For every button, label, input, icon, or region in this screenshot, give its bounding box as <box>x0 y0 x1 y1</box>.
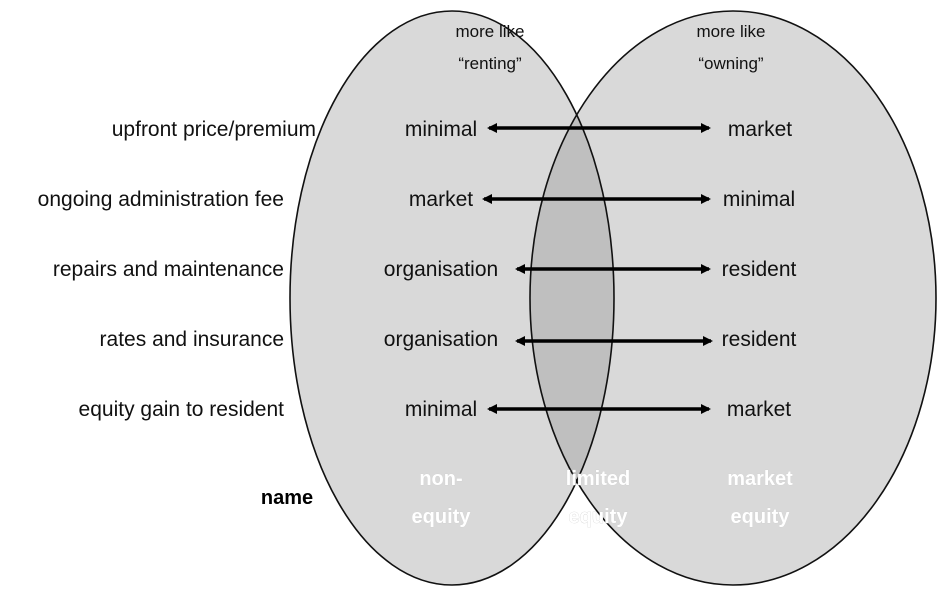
header-renting-line1: more like <box>456 22 525 41</box>
category-market-equity-line1: market <box>727 468 793 490</box>
row-left-value-admin-fee: market <box>409 188 473 211</box>
row-right-value-upfront-price: market <box>728 118 792 141</box>
header-renting-line2: “renting” <box>458 54 522 73</box>
row-left-value-repairs: organisation <box>384 258 498 281</box>
row-left-value-equity-gain: minimal <box>405 398 477 421</box>
name-label: name <box>261 487 313 509</box>
left-circle-outline <box>289 10 615 586</box>
header-owning-line2: “owning” <box>698 54 764 73</box>
row-right-value-equity-gain: market <box>727 398 791 421</box>
category-non-equity-line1: non- <box>419 468 462 490</box>
row-left-value-upfront-price: minimal <box>405 118 477 141</box>
category-non-equity-line2: equity <box>412 506 472 528</box>
right-circle-outline <box>529 10 937 586</box>
row-label-admin-fee: ongoing administration fee <box>38 188 284 211</box>
left-circle <box>290 11 614 585</box>
header-owning-line1: more like <box>697 22 766 41</box>
row-label-rates: rates and insurance <box>100 328 284 351</box>
row-right-value-repairs: resident <box>722 258 797 281</box>
row-right-value-rates: resident <box>722 328 797 351</box>
category-limited-equity-line2: equity <box>569 506 629 528</box>
row-label-equity-gain: equity gain to resident <box>79 398 285 421</box>
category-market-equity-line2: equity <box>731 506 791 528</box>
category-limited-equity-line1: limited <box>566 468 630 490</box>
row-label-upfront-price: upfront price/premium <box>112 118 316 141</box>
row-right-value-admin-fee: minimal <box>723 188 795 211</box>
right-circle <box>530 11 936 585</box>
row-left-value-rates: organisation <box>384 328 498 351</box>
row-label-repairs: repairs and maintenance <box>53 258 284 281</box>
